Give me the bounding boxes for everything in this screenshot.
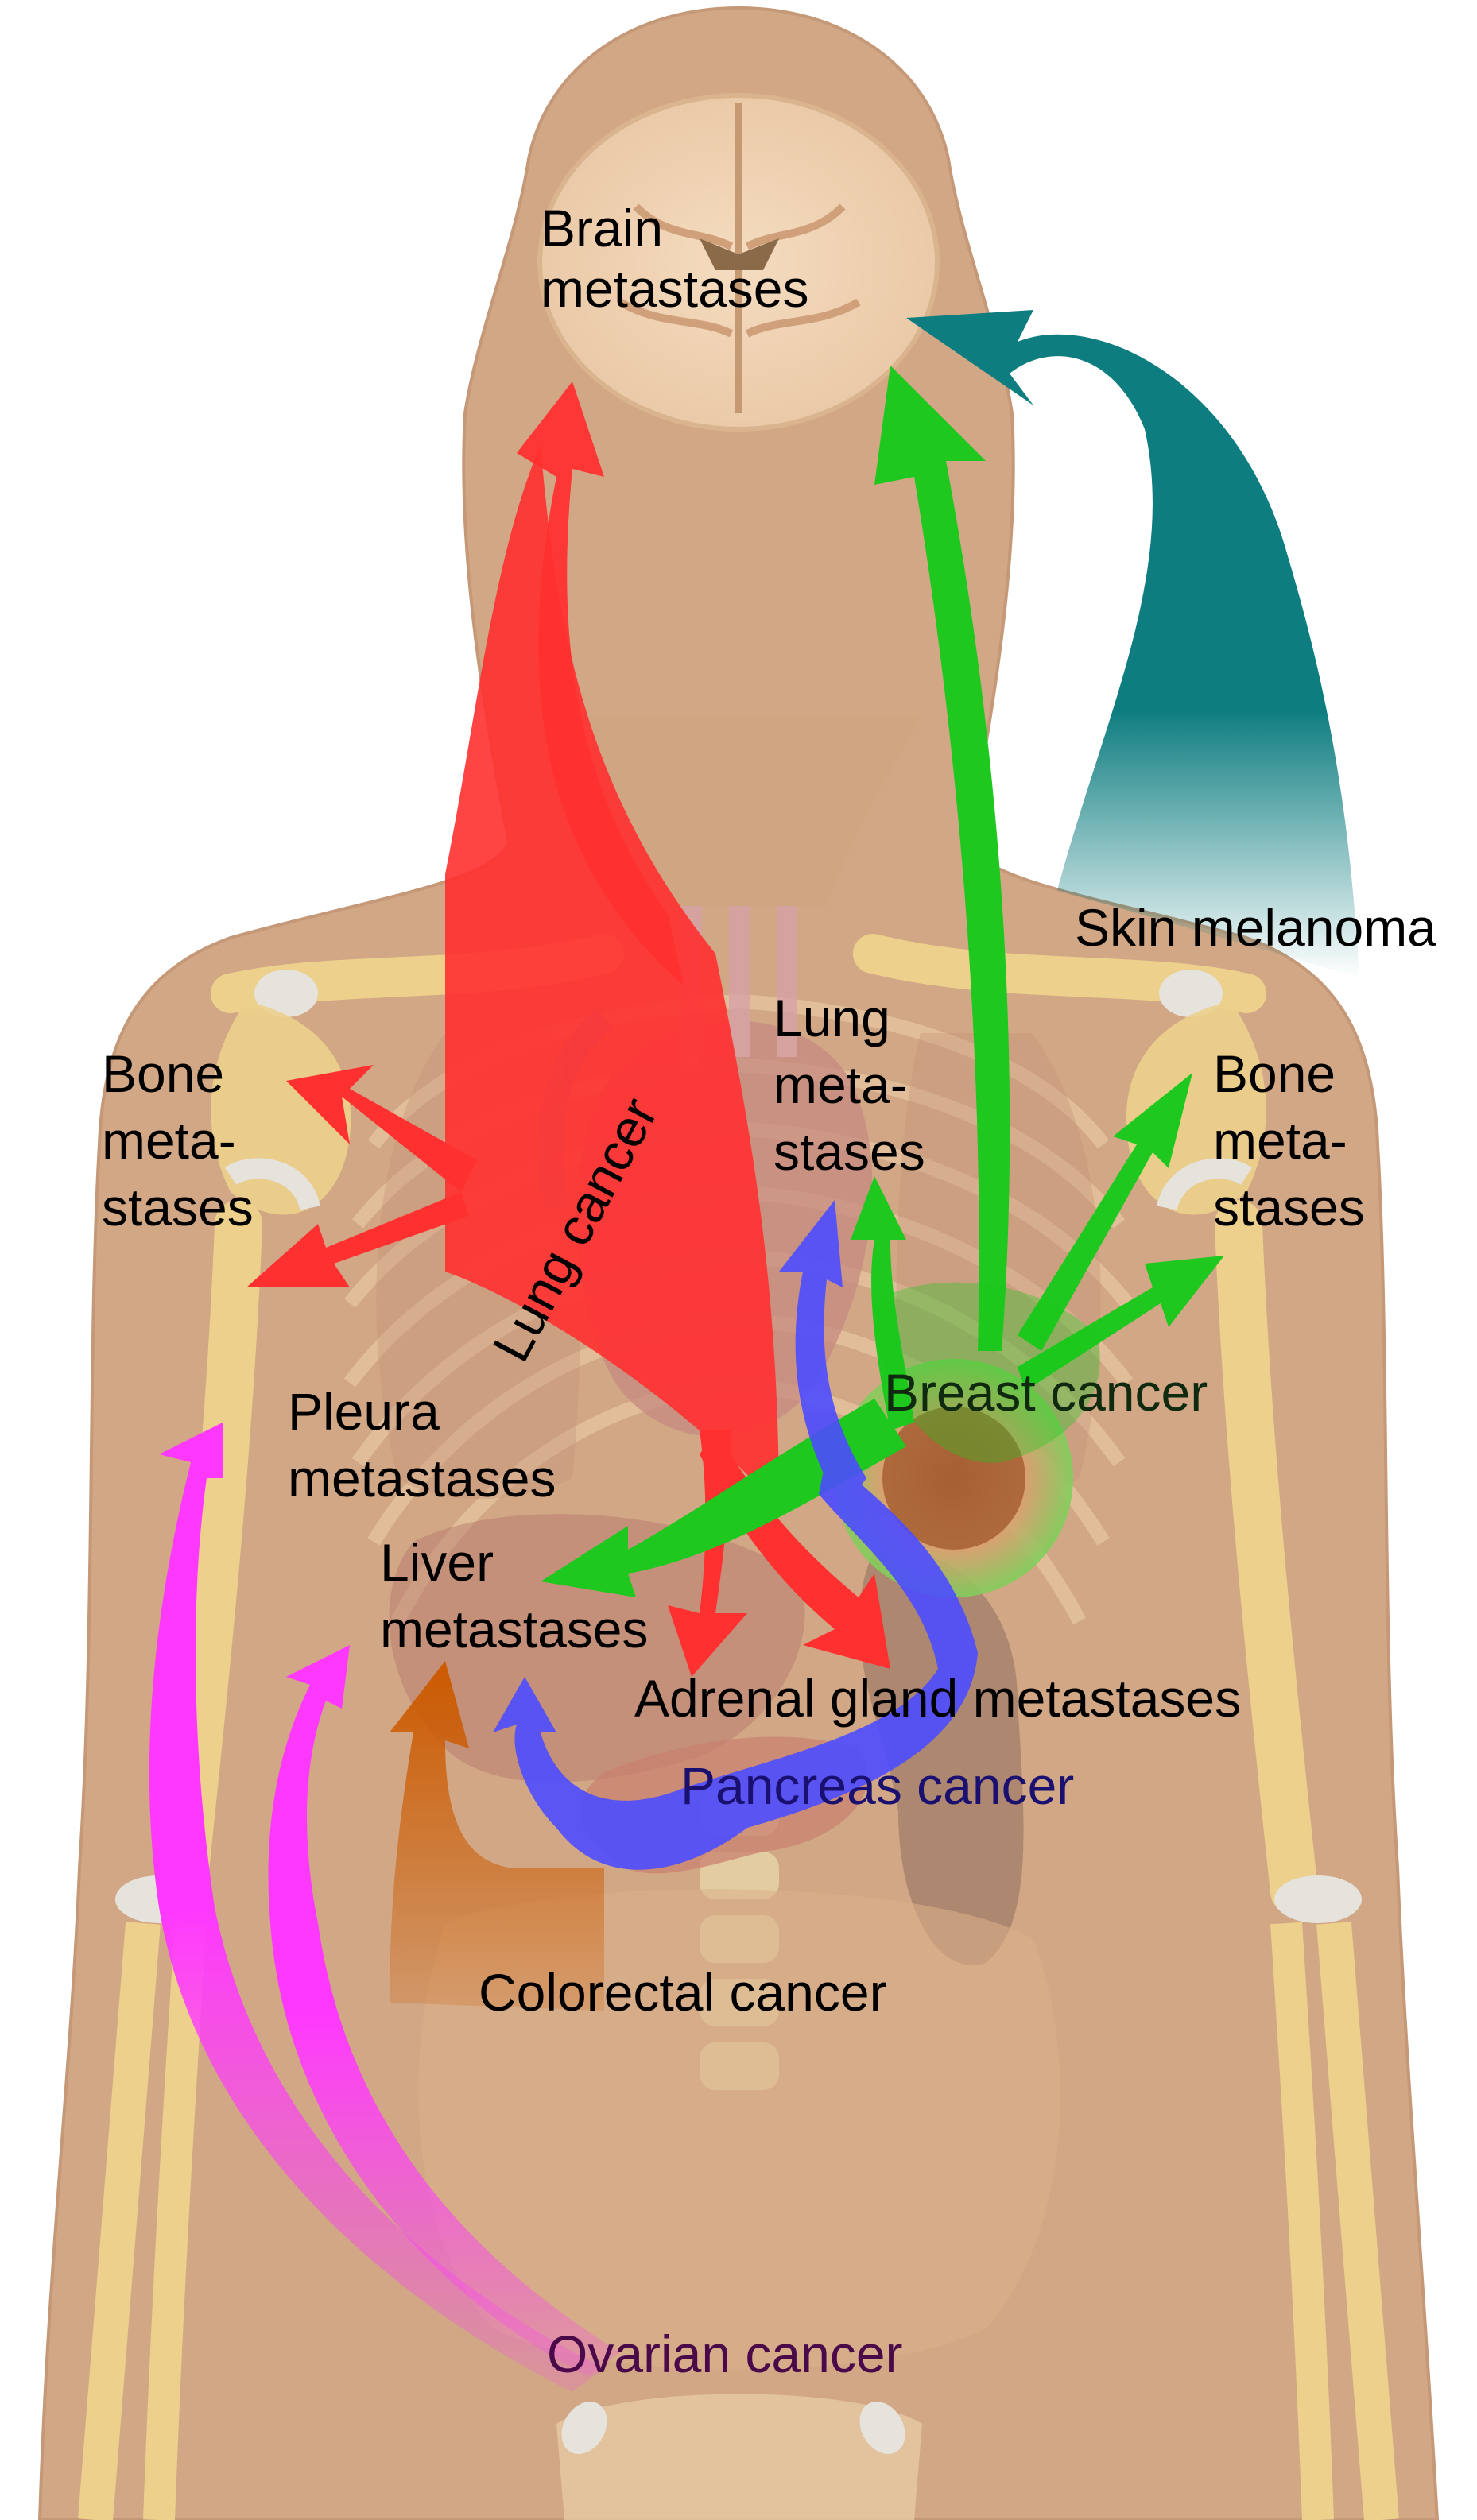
label-lung-meta-line3: stases xyxy=(773,1119,925,1186)
label-bone-left-line2: meta- xyxy=(102,1108,254,1175)
label-pancreas-cancer: Pancreas cancer xyxy=(680,1756,1074,1817)
label-bone-right: Bone meta- stases xyxy=(1213,1041,1365,1241)
label-bone-right-line2: meta- xyxy=(1213,1108,1365,1175)
label-pleura-metastases: Pleura metastases xyxy=(288,1379,556,1512)
label-liver-line1: Liver xyxy=(380,1530,648,1597)
label-adrenal-gland-metastases: Adrenal gland metastases xyxy=(634,1669,1241,1729)
label-lung-metastases: Lung meta- stases xyxy=(773,985,925,1185)
label-bone-left-line1: Bone xyxy=(102,1041,254,1108)
label-bone-left: Bone meta- stases xyxy=(102,1041,254,1241)
label-brain-line2: metastases xyxy=(541,259,808,319)
label-lung-meta-line2: meta- xyxy=(773,1052,925,1119)
label-bone-right-line1: Bone xyxy=(1213,1041,1365,1108)
label-skin-melanoma: Skin melanoma xyxy=(1075,898,1436,958)
label-brain-line1: Brain xyxy=(541,199,808,259)
elbow-right xyxy=(1274,1875,1362,1923)
label-brain-metastases: Brain metastases xyxy=(541,199,808,319)
label-breast-cancer: Breast cancer xyxy=(884,1363,1208,1423)
label-liver-line2: metastases xyxy=(380,1597,648,1663)
label-pleura-line1: Pleura xyxy=(288,1379,556,1446)
label-lung-meta-line1: Lung xyxy=(773,985,925,1052)
label-bone-right-line3: stases xyxy=(1213,1175,1365,1241)
label-colorectal-cancer: Colorectal cancer xyxy=(479,1963,887,2023)
label-ovarian-cancer: Ovarian cancer xyxy=(547,2325,903,2385)
label-pleura-line2: metastases xyxy=(288,1446,556,1512)
label-liver-metastases: Liver metastases xyxy=(380,1530,648,1663)
label-bone-left-line3: stases xyxy=(102,1175,254,1241)
